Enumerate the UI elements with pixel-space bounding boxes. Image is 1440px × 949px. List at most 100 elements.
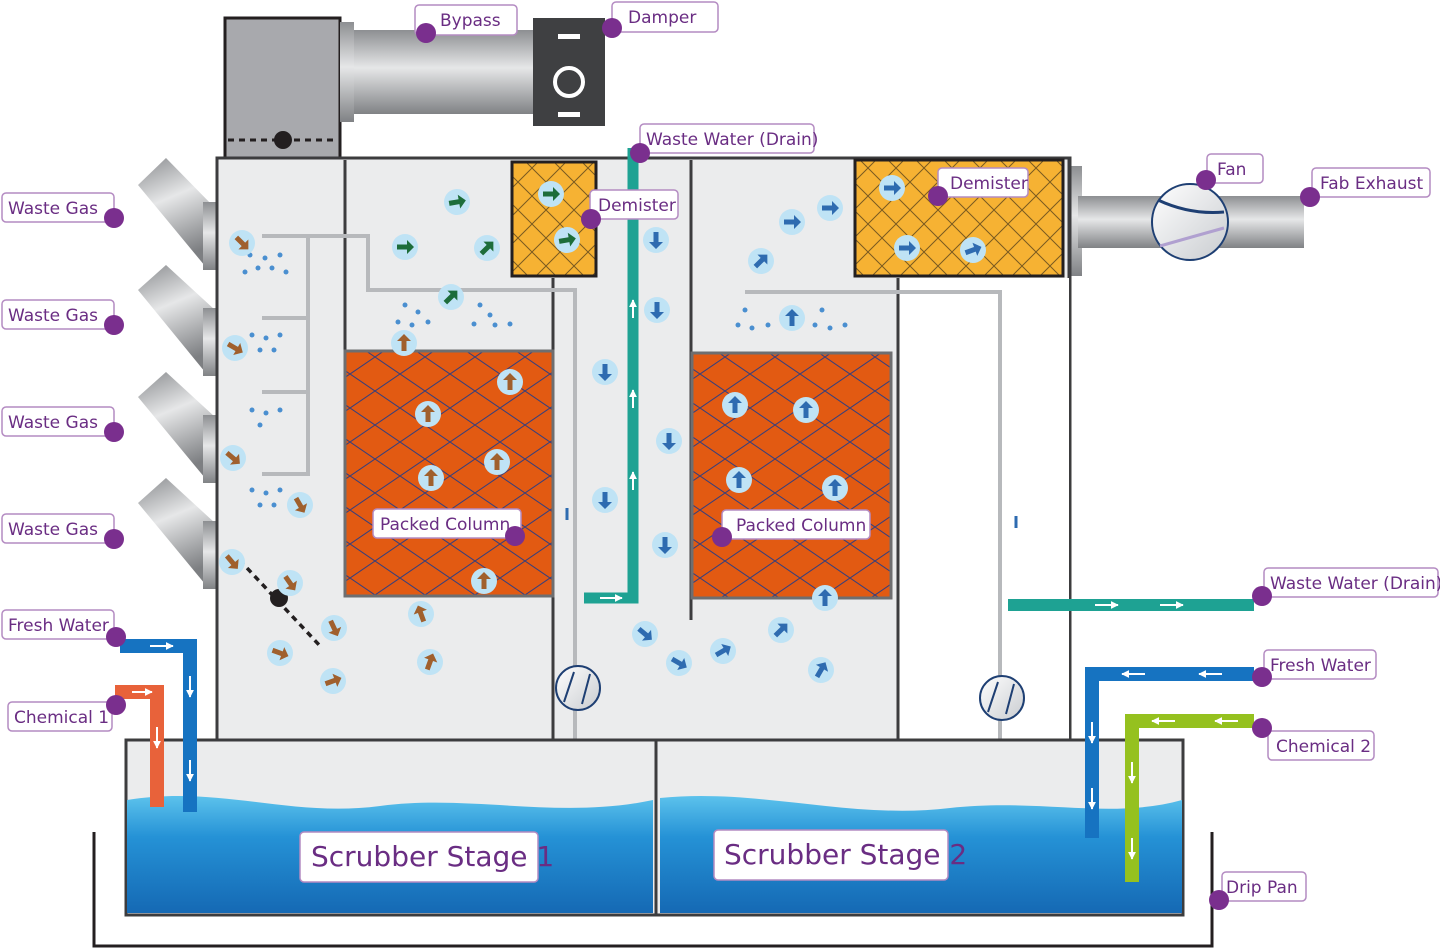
- gas-flow-arrow-10: [444, 189, 470, 215]
- label-packed-column-1-text: Packed Column: [380, 515, 510, 535]
- bypass-duct: [340, 30, 540, 114]
- gas-flow-arrow-45: [894, 235, 920, 261]
- label-demister-1-text: Demister: [598, 196, 676, 216]
- spray-droplets: [242, 252, 848, 508]
- label-waste-water-drain-top: Waste Water (Drain): [630, 123, 818, 163]
- gas-flow-arrow-13: [438, 284, 464, 310]
- gas-flow-arrow-30: [632, 621, 658, 647]
- gas-flow-arrow-9: [320, 668, 346, 694]
- label-fab-exhaust-text: Fab Exhaust: [1320, 174, 1423, 194]
- pump-2-icon: [979, 675, 1025, 721]
- chemical-2-pipe: [1125, 714, 1254, 882]
- gas-flow-arrow-21: [471, 568, 497, 594]
- gas-flow-arrow-14: [538, 181, 564, 207]
- drip-pan: [92, 832, 1214, 948]
- label-scrubber-stage-2: Scrubber Stage 2: [713, 829, 967, 881]
- label-packed-column-1: Packed Column: [372, 508, 525, 546]
- label-damper: Damper: [602, 1, 719, 38]
- bypass-valve-dot: [274, 131, 292, 149]
- label-drip-pan-text: Drip Pan: [1226, 878, 1298, 898]
- gas-flow-arrow-31: [666, 650, 692, 676]
- label-demister-2: Demister: [928, 167, 1029, 206]
- feed-flow-arrows: [132, 642, 1238, 860]
- label-waste-gas-2: Waste Gas: [1, 299, 124, 335]
- waste-gas-inlet-pipes: [138, 158, 219, 589]
- gas-flow-arrow-28: [592, 487, 618, 513]
- gas-flow-arrow-18: [415, 401, 441, 427]
- label-bypass-text: Bypass: [440, 11, 501, 31]
- gas-flow-arrow-6: [277, 570, 303, 596]
- label-demister-2-text: Demister: [950, 174, 1028, 194]
- gas-flow-bubbles: [219, 175, 986, 694]
- label-chemical-2-text: Chemical 2: [1276, 737, 1371, 757]
- label-waste-gas-4: Waste Gas: [1, 513, 124, 549]
- gas-flow-arrow-34: [808, 657, 834, 683]
- gas-flow-arrow-40: [779, 305, 805, 331]
- label-fab-exhaust: Fab Exhaust: [1300, 167, 1431, 207]
- gas-flow-arrow-33: [768, 617, 794, 643]
- gas-flow-arrow-42: [817, 195, 843, 221]
- label-scrubber-stage-2-text: Scrubber Stage 2: [724, 838, 967, 871]
- gas-flow-arrow-17: [497, 369, 523, 395]
- pump-1-icon: [555, 665, 601, 711]
- label-waste-gas-1: Waste Gas: [1, 192, 124, 228]
- label-packed-column-2: Packed Column: [712, 509, 871, 547]
- label-waste-gas-2-text: Waste Gas: [8, 306, 98, 326]
- label-fan-text: Fan: [1217, 160, 1246, 180]
- gas-flow-arrow-16: [391, 330, 417, 356]
- damper-mark-top: [558, 34, 580, 39]
- label-drip-pan: Drip Pan: [1209, 871, 1307, 910]
- gas-flow-arrow-22: [408, 601, 434, 627]
- gas-flow-arrow-43: [748, 248, 774, 274]
- gas-flow-arrow-4: [287, 492, 313, 518]
- gas-flow-arrow-26: [592, 359, 618, 385]
- gas-flow-arrow-35: [812, 585, 838, 611]
- label-waste-gas-4-text: Waste Gas: [8, 520, 98, 540]
- bypass-duct-flange: [340, 22, 354, 122]
- stage2-lower-gap: [898, 278, 1069, 740]
- label-scrubber-stage-1: Scrubber Stage 1: [299, 831, 554, 883]
- label-damper-text: Damper: [628, 8, 696, 28]
- gas-flow-arrow-3: [220, 445, 246, 471]
- label-demister-1: Demister: [581, 189, 679, 229]
- gas-flow-arrow-1: [229, 230, 255, 256]
- label-waste-gas-3: Waste Gas: [1, 406, 124, 442]
- gas-flow-arrow-2: [222, 335, 248, 361]
- label-waste-water-drain-right: Waste Water (Drain): [1252, 567, 1440, 606]
- label-fan: Fan: [1196, 153, 1264, 190]
- label-fresh-water-left: Fresh Water: [1, 609, 126, 647]
- gas-flow-arrow-11: [392, 234, 418, 260]
- gas-flow-arrow-46: [960, 237, 986, 263]
- chemical-1-pipe: [115, 685, 164, 807]
- label-chemical-1: Chemical 1: [7, 695, 126, 732]
- label-fresh-water-right: Fresh Water: [1252, 649, 1377, 687]
- label-waste-water-drain-right-text: Waste Water (Drain): [1270, 574, 1440, 594]
- gas-flow-arrow-19: [484, 449, 510, 475]
- gas-flow-arrow-5: [219, 549, 245, 575]
- label-chemical-1-text: Chemical 1: [14, 708, 109, 728]
- gas-flow-arrow-15: [554, 227, 580, 253]
- gas-flow-arrow-29: [652, 532, 678, 558]
- gas-flow-arrow-41: [779, 209, 805, 235]
- fan-icon: [1151, 183, 1229, 261]
- gas-flow-arrow-24: [643, 227, 669, 253]
- label-waste-water-drain-top-text: Waste Water (Drain): [646, 130, 818, 150]
- drain-flow-arrows: [600, 299, 1184, 609]
- gas-flow-arrow-32: [710, 638, 736, 664]
- damper-wheel: [553, 66, 585, 98]
- gas-flow-arrow-20: [418, 465, 444, 491]
- label-fresh-water-left-text: Fresh Water: [8, 616, 109, 636]
- gas-flow-arrow-44: [879, 175, 905, 201]
- gas-flow-arrow-39: [822, 475, 848, 501]
- label-packed-column-2-text: Packed Column: [736, 516, 866, 536]
- label-waste-gas-3-text: Waste Gas: [8, 413, 98, 433]
- packed-column-1: [343, 349, 555, 598]
- gas-flow-arrow-27: [656, 428, 682, 454]
- gas-flow-arrow-37: [793, 397, 819, 423]
- packed-column-2: [690, 351, 893, 600]
- gas-flow-arrow-25: [644, 297, 670, 323]
- label-bypass: Bypass: [414, 4, 518, 43]
- label-fresh-water-right-text: Fresh Water: [1270, 656, 1371, 676]
- gas-flow-arrow-12: [474, 235, 500, 261]
